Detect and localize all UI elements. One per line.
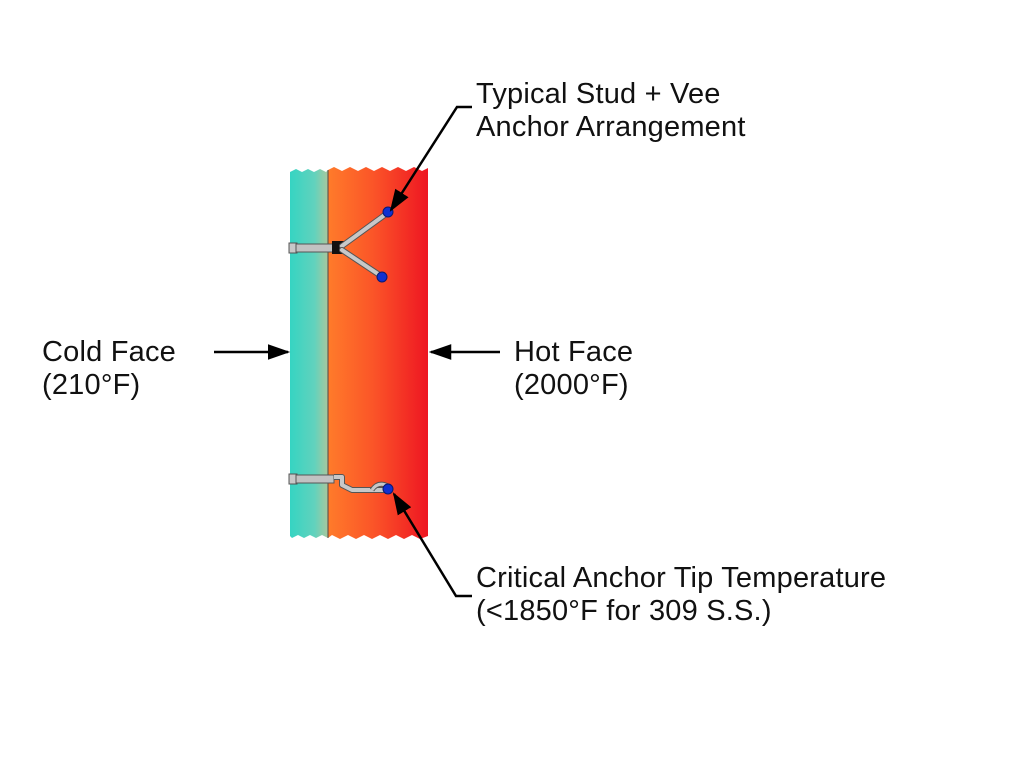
cold-face-title: Cold Face — [42, 336, 176, 368]
anchor-tip-label: Critical Anchor Tip Temperature (<1850°F… — [476, 562, 886, 628]
vee-anchor-tip-lower — [376, 271, 388, 283]
hooked-anchor — [288, 473, 394, 495]
anchor-tip-leader — [392, 492, 472, 598]
cold-face-temperature: (210°F) — [42, 369, 141, 401]
cold-face-label: Cold Face (210°F) — [42, 336, 176, 402]
hot-face-temperature: (2000°F) — [514, 369, 629, 401]
anchor-tip-line2: (<1850°F for 309 S.S.) — [476, 595, 772, 627]
stud-anchor-line1: Typical Stud + Vee — [476, 78, 721, 110]
vee-anchor — [288, 206, 394, 283]
stud-anchor-line2: Anchor Arrangement — [476, 111, 746, 143]
backup-insulation-layer — [290, 169, 328, 538]
anchor-tip — [382, 483, 394, 495]
anchor-tip-line1: Critical Anchor Tip Temperature — [476, 562, 887, 594]
stud-anchor-leader — [389, 105, 472, 212]
hot-face-title: Hot Face — [514, 336, 634, 368]
hot-face-label: Hot Face (2000°F) — [514, 336, 633, 402]
stud-anchor-label: Typical Stud + Vee Anchor Arrangement — [476, 78, 746, 144]
